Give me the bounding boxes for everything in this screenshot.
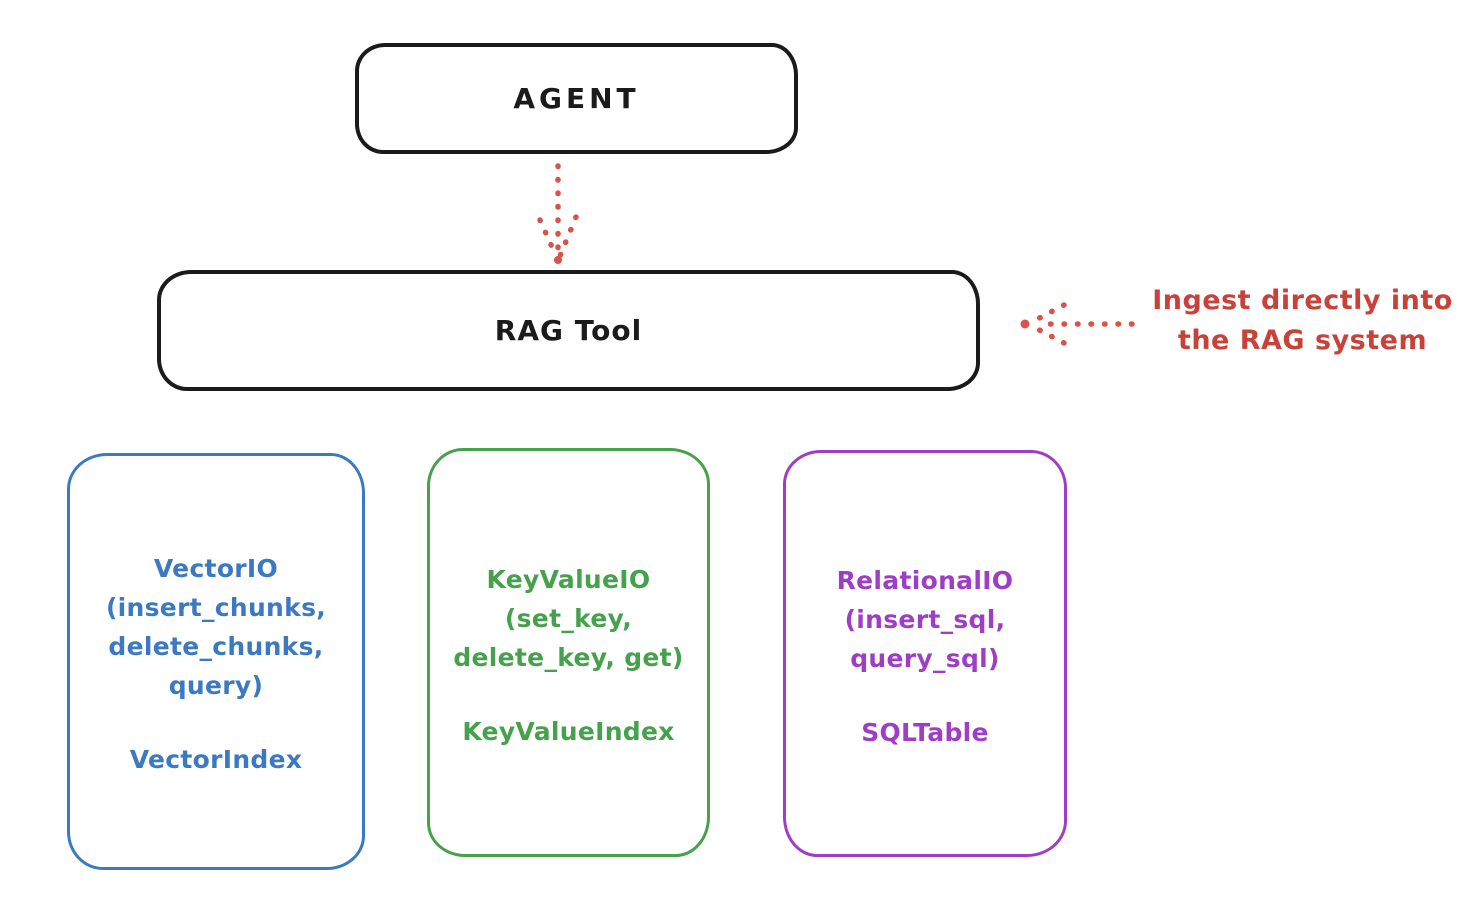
relational-io-body: RelationalIO (insert_sql, query_sql) xyxy=(836,565,1014,673)
agent-label: AGENT xyxy=(513,82,640,115)
agent-box: AGENT xyxy=(355,43,798,154)
rag-tool-box: RAG Tool xyxy=(157,270,980,391)
relational-io-box: RelationalIO (insert_sql, query_sql) SQL… xyxy=(783,450,1067,857)
vector-index-label: VectorIndex xyxy=(129,745,303,774)
vector-io-body: VectorIO (insert_chunks, delete_chunks, … xyxy=(105,554,327,700)
rag-tool-label: RAG Tool xyxy=(494,314,643,347)
arrow-agent-to-ragtool-icon xyxy=(537,163,579,264)
keyvalue-io-box: KeyValueIO (set_key, delete_key, get) Ke… xyxy=(427,448,710,857)
vector-io-box: VectorIO (insert_chunks, delete_chunks, … xyxy=(67,453,365,870)
keyvalue-index-label: KeyValueIndex xyxy=(462,716,675,746)
keyvalue-io-body: KeyValueIO (set_key, delete_key, get) xyxy=(453,564,684,672)
sqltable-label: SQLTable xyxy=(861,717,989,747)
ingest-annotation: Ingest directly into the RAG system xyxy=(1152,285,1453,356)
arrow-annotation-to-ragtool-icon xyxy=(1020,302,1135,346)
